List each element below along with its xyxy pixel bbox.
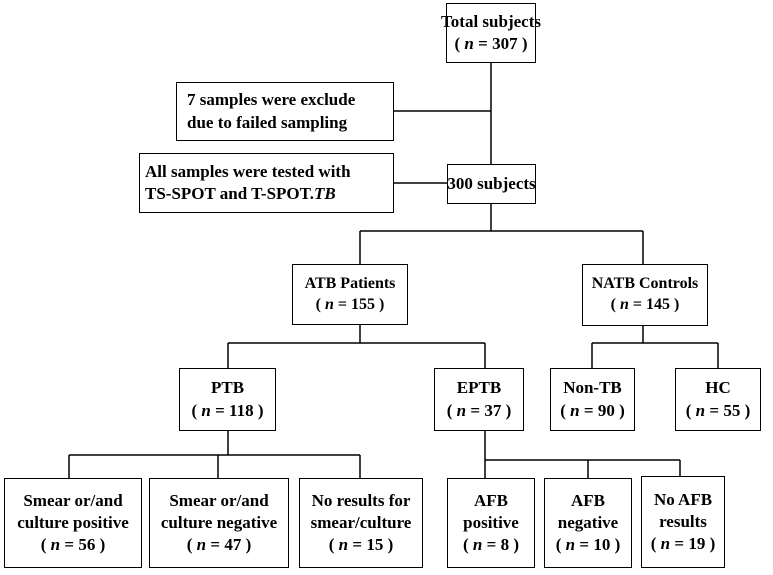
- node-no-afb-count: ( n = 19 ): [650, 534, 716, 554]
- node-excluded-samples: 7 samples were exclude due to failed sam…: [176, 82, 394, 141]
- node-smear-pos-count: ( n = 56 ): [40, 535, 106, 555]
- node-afb-pos-line2: positive: [463, 512, 519, 532]
- node-natb-count: ( n = 145 ): [610, 296, 680, 313]
- node-smear-neg-count: ( n = 47 ): [186, 535, 252, 555]
- node-no-afb-line1: No AFB: [653, 489, 713, 509]
- node-no-results-line2: smear/culture: [310, 512, 412, 532]
- node-total-count: ( n = 307 ): [454, 34, 528, 53]
- node-hc-title: HC: [705, 378, 731, 398]
- node-afb-pos-line1: AFB: [474, 490, 508, 510]
- node-atb-count: ( n = 155 ): [315, 295, 385, 313]
- node-total-subjects: Total subjects ( n = 307 ): [441, 3, 541, 63]
- node-non-tb: Non-TB ( n = 90 ): [550, 368, 635, 431]
- node-smear-culture-negative: Smear or/and culture negative ( n = 47 ): [149, 478, 289, 568]
- node-excluded-line1: 7 samples were exclude: [187, 90, 356, 110]
- node-nontb-title: Non-TB: [563, 378, 622, 398]
- node-no-smear-culture-results: No results for smear/culture ( n = 15 ): [299, 478, 423, 568]
- node-ptb-title: PTB: [210, 378, 245, 398]
- node-no-results-line1: No results for: [311, 490, 411, 510]
- node-eptb: EPTB ( n = 37 ): [434, 368, 524, 431]
- node-atb-patients: ATB Patients ( n = 155 ): [292, 264, 408, 325]
- node-smear-neg-line1: Smear or/and: [169, 490, 269, 510]
- node-300-title: 300 subjects: [447, 173, 536, 193]
- node-afb-neg-count: ( n = 10 ): [555, 535, 621, 555]
- node-natb-controls: NATB Controls ( n = 145 ): [582, 264, 708, 326]
- node-afb-pos-count: ( n = 8 ): [463, 535, 519, 555]
- node-smear-pos-line2: culture positive: [17, 512, 129, 532]
- node-no-afb-line2: results: [659, 511, 707, 531]
- node-natb-title: NATB Controls: [591, 275, 699, 293]
- node-tested-line1: All samples were tested with: [145, 161, 351, 181]
- node-eptb-title: EPTB: [456, 378, 502, 398]
- node-300-subjects: 300 subjects: [447, 164, 536, 204]
- node-excluded-line2: due to failed sampling: [187, 112, 348, 132]
- node-tested-samples: All samples were tested with TS-SPOT and…: [139, 153, 394, 213]
- node-eptb-count: ( n = 37 ): [446, 400, 512, 420]
- node-total-title: Total subjects: [441, 11, 541, 31]
- node-smear-neg-line2: culture negative: [160, 512, 278, 532]
- node-no-results-count: ( n = 15 ): [328, 535, 394, 555]
- node-atb-title: ATB Patients: [304, 274, 396, 292]
- node-afb-negative: AFB negative ( n = 10 ): [544, 478, 632, 568]
- node-tested-line2: TS-SPOT and T-SPOT.TB: [145, 184, 336, 203]
- node-no-afb-results: No AFB results ( n = 19 ): [641, 476, 725, 568]
- node-nontb-count: ( n = 90 ): [560, 400, 625, 420]
- node-ptb: PTB ( n = 118 ): [179, 368, 276, 431]
- node-afb-neg-line1: AFB: [571, 490, 605, 510]
- node-afb-positive: AFB positive ( n = 8 ): [447, 478, 535, 568]
- node-hc-count: ( n = 55 ): [685, 400, 751, 420]
- node-hc: HC ( n = 55 ): [675, 368, 761, 431]
- node-smear-pos-line1: Smear or/and: [23, 490, 123, 510]
- node-ptb-count: ( n = 118 ): [191, 400, 264, 420]
- node-afb-neg-line2: negative: [557, 512, 619, 532]
- node-smear-culture-positive: Smear or/and culture positive ( n = 56 ): [4, 478, 142, 568]
